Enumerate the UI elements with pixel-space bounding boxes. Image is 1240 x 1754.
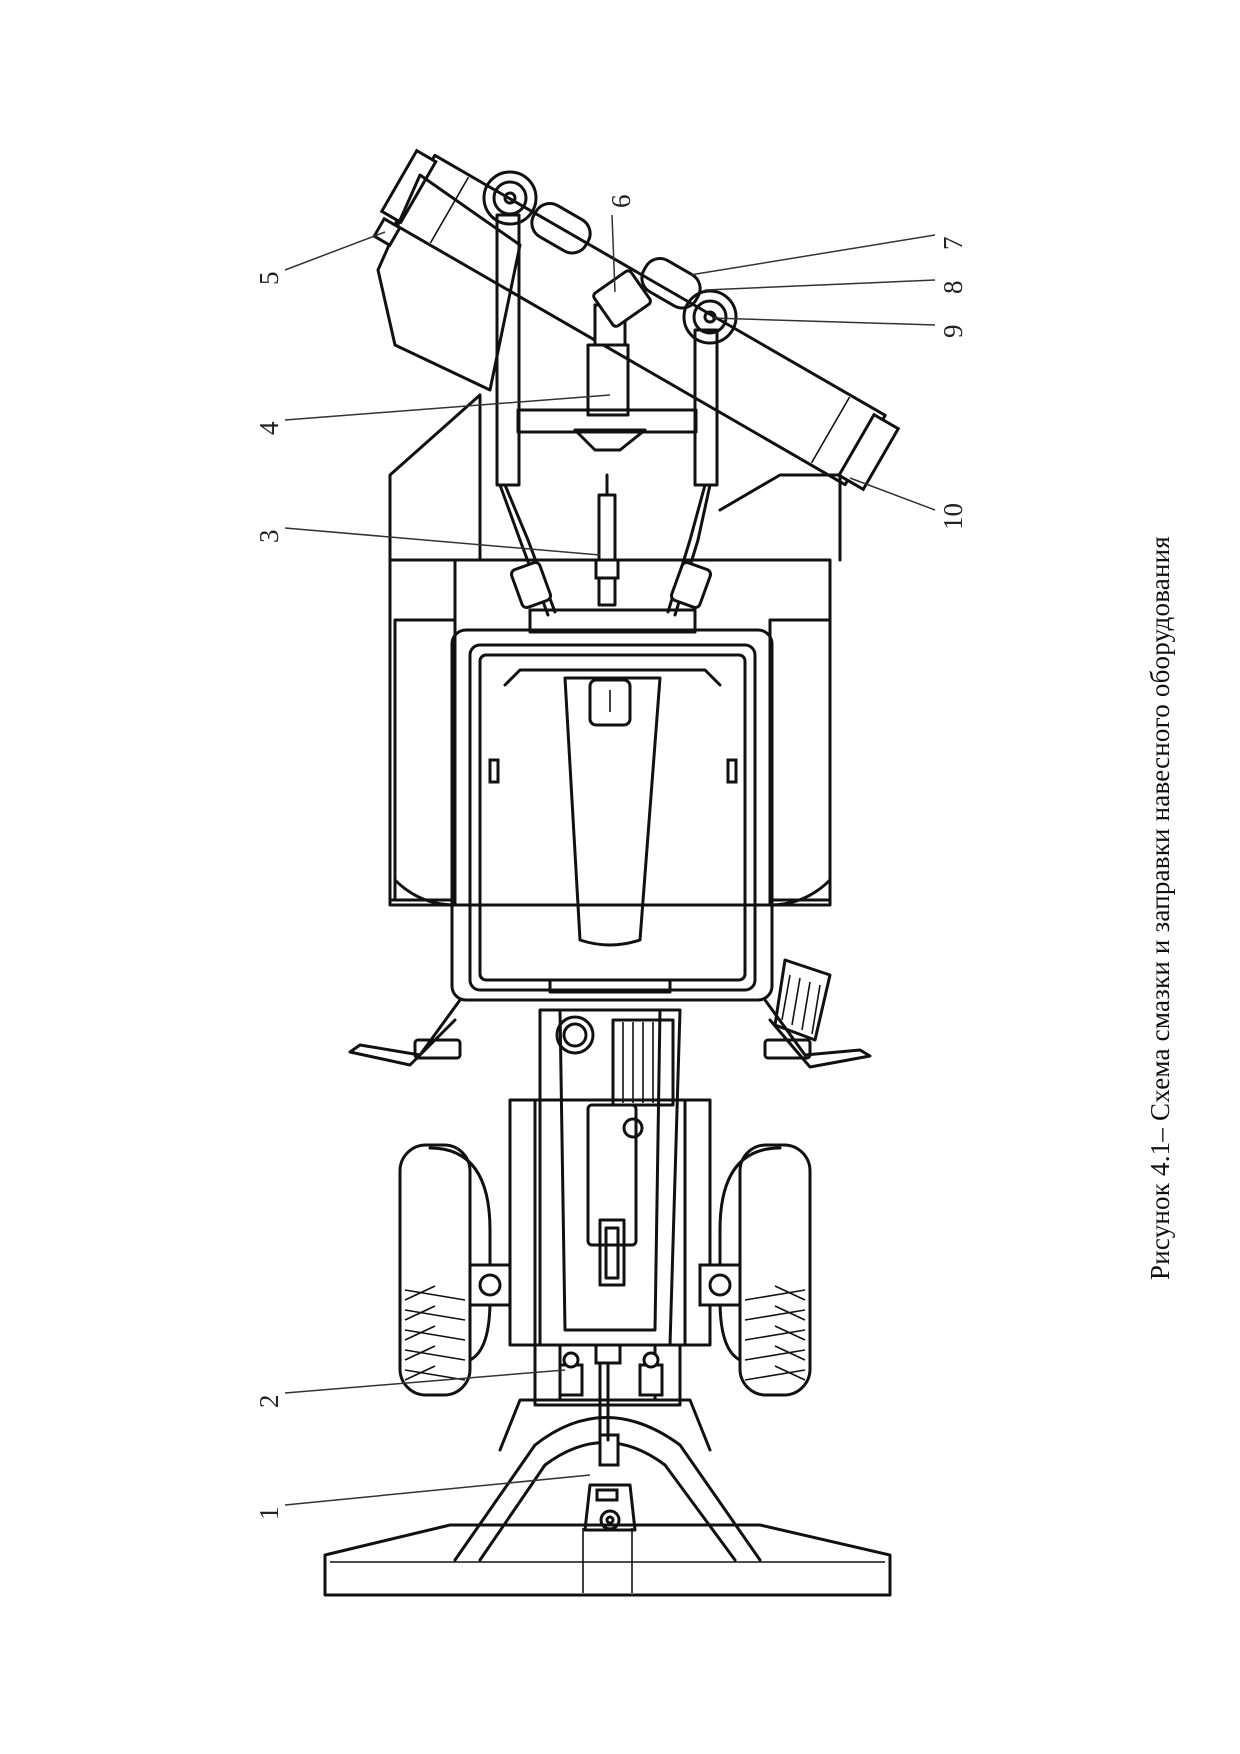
callout-10: 10 <box>938 503 968 530</box>
callout-9: 9 <box>938 325 968 339</box>
front-attachment <box>372 148 901 902</box>
front-steps <box>348 958 872 1069</box>
callout-4: 4 <box>254 421 284 435</box>
callout-6: 6 <box>606 195 636 209</box>
callout-leaders <box>284 214 936 1506</box>
callout-5: 5 <box>254 272 284 286</box>
center-frame <box>538 1008 682 1347</box>
callout-7: 7 <box>938 237 968 251</box>
front-linkage <box>498 473 713 634</box>
callout-labels: 1 2 3 4 5 6 7 8 9 10 <box>254 195 968 1521</box>
rear-axle-and-wheels <box>398 1098 812 1397</box>
rear-blade <box>323 1343 892 1597</box>
figure-caption: Рисунок 4.1– Схема смазки и заправки нав… <box>1145 536 1175 1280</box>
callout-2: 2 <box>254 1395 284 1409</box>
cab <box>388 558 832 1002</box>
callout-3: 3 <box>254 530 284 544</box>
callout-1: 1 <box>254 1507 284 1521</box>
callout-8: 8 <box>938 281 968 295</box>
